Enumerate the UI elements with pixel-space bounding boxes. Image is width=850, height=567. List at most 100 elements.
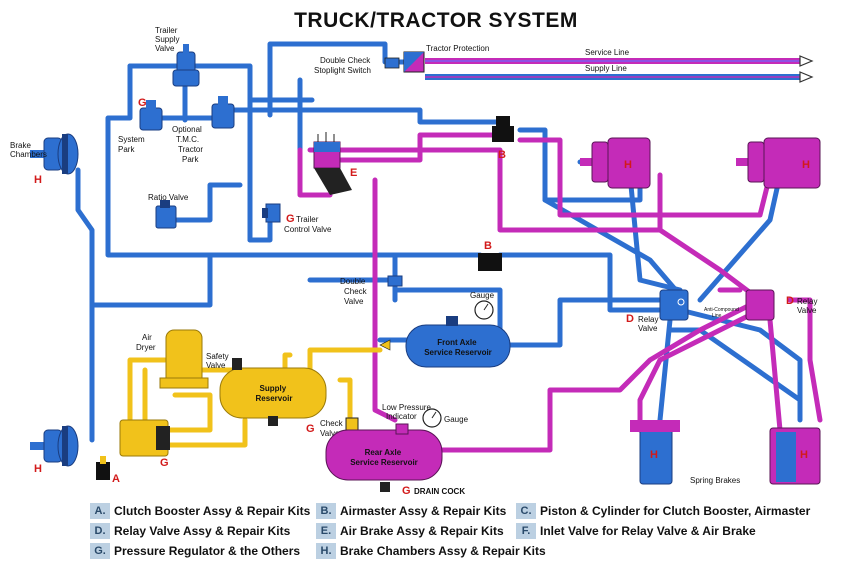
service-line-arrow [799, 55, 814, 67]
trailer-supply-valve-label: Trailer Supply Valve [155, 26, 182, 53]
spring-brakes-label: Spring Brakes [690, 476, 740, 485]
supply-reservoir-label: Supply Reservoir [256, 384, 293, 403]
spring-brake-chamber-top-left: H [580, 137, 651, 189]
legend-text: Brake Chambers Assy & Repair Kits [340, 544, 546, 558]
legend-text: Inlet Valve for Relay Valve & Air Brake [540, 524, 756, 538]
spring-brake-chamber-bottom-left: H [630, 420, 680, 485]
legend-item: A. Clutch Booster Assy & Repair Kits [90, 503, 310, 519]
legend-item: F. Inlet Valve for Relay Valve & Air Bra… [516, 523, 756, 539]
legend-item: E. Air Brake Assy & Repair Kits [316, 523, 504, 539]
air-compressor: G [119, 419, 170, 469]
diagram-title: TRUCK/TRACTOR SYSTEM [294, 9, 578, 32]
front-gauge-label: Gauge [470, 291, 495, 300]
rear-axle-reservoir-label: Rear Axle Service Reservoir [350, 448, 418, 467]
trailer-supply-valve: Trailer Supply Valve [155, 26, 200, 87]
airmaster-middle: B [478, 240, 502, 271]
tractor-protection-label: Tractor Protection [426, 44, 489, 53]
front-axle-reservoir-label: Front Axle Service Reservoir [424, 338, 492, 357]
front-axle-service-reservoir: Gauge Front Axle Service Reservoir [379, 291, 511, 368]
legend-text: Relay Valve Assy & Repair Kits [114, 524, 291, 538]
legend-item: G. Pressure Regulator & the Others [90, 543, 300, 559]
legend-item: H. Brake Chambers Assy & Repair Kits [316, 543, 546, 559]
code-a: A [112, 473, 120, 485]
drain-cock [380, 482, 390, 492]
relay-valve-left-label: Relay Valve [638, 315, 661, 333]
legend-letter: H. [316, 543, 336, 559]
brake-chamber-rear-left: H [30, 425, 79, 475]
code-g-trailer-control: G [286, 213, 295, 225]
ratio-valve: Ratio Valve [148, 193, 189, 229]
relay-valve-right: D Relay Valve [745, 289, 820, 321]
legend-letter: G. [90, 543, 110, 559]
spring-brake-chamber-bottom-right: H [769, 427, 821, 485]
legend-letter: A. [90, 503, 110, 519]
legend-text: Clutch Booster Assy & Repair Kits [114, 504, 311, 518]
legend-letter: C. [516, 503, 536, 519]
anti-compound-label: Anti-Compound Line [704, 307, 740, 319]
drain-cock-label: DRAIN COCK [414, 487, 465, 496]
air-dryer: Air Dryer [136, 329, 209, 389]
legend-letter: E. [316, 523, 336, 539]
clutch-booster: A [96, 456, 120, 485]
legend-letter: B. [316, 503, 336, 519]
low-pressure-indicator-label: Low Pressure Indicator [382, 403, 433, 421]
code-d-left: D [626, 313, 634, 325]
legend-item: D. Relay Valve Assy & Repair Kits [90, 523, 290, 539]
rear-axle-service-reservoir: Low Pressure Indicator Gauge Rear Axle S… [325, 403, 469, 497]
code-g-compressor: G [160, 457, 169, 469]
code-h-rear-left: H [34, 463, 42, 475]
airmaster-top: B [492, 116, 514, 161]
service-line-label: Service Line [585, 48, 630, 57]
safety-valve-label: Safety Valve [206, 352, 231, 370]
supply-line-arrow [799, 71, 814, 83]
code-g-check-valve: G [306, 423, 315, 435]
relay-valve-left: D Relay Valve [626, 289, 689, 333]
code-h-bottom-left: H [650, 449, 658, 461]
ratio-valve-label: Ratio Valve [148, 193, 189, 202]
code-b-top: B [498, 149, 506, 161]
code-d-right: D [786, 295, 794, 307]
rear-gauge-label: Gauge [444, 415, 469, 424]
code-h-top-right: H [802, 159, 810, 171]
spring-brake-chamber-top-right: H [736, 137, 821, 189]
double-check-valve: Double Check Valve [340, 275, 403, 306]
code-h-bottom-right: H [800, 449, 808, 461]
double-check-valve-label: Double Check Valve [340, 277, 369, 306]
system-park-label: System Park [118, 135, 147, 154]
legend-text: Piston & Cylinder for Clutch Booster, Ai… [540, 504, 811, 518]
legend-item: C. Piston & Cylinder for Clutch Booster,… [516, 503, 810, 519]
legend-item: B. Airmaster Assy & Repair Kits [316, 503, 506, 519]
tractor-protection-valve: Tractor Protection [403, 44, 489, 73]
relay-valve-right-label: Relay Valve [797, 297, 820, 315]
supply-line-label: Supply Line [585, 64, 627, 73]
brake-chamber-front-left: Brake Chambers H [10, 133, 79, 186]
air-dryer-label: Air Dryer [136, 333, 156, 352]
legend-text: Airmaster Assy & Repair Kits [340, 504, 507, 518]
trailer-control-valve-label: Trailer Control Valve [284, 215, 332, 234]
check-valve-label: Check Valve [320, 419, 345, 438]
system-park-valve: System Park G [118, 97, 163, 154]
legend-letter: F. [516, 523, 536, 539]
code-g-system-park: G [138, 97, 147, 109]
tmc-tractor-park-label: Optional T.M.C. Tractor Park [172, 125, 205, 164]
front-reservoir-inlet-arrow [379, 339, 391, 351]
legend-letter: D. [90, 523, 110, 539]
trailer-control-valve: G Trailer Control Valve [262, 203, 332, 234]
legend-text: Pressure Regulator & the Others [114, 544, 301, 558]
tmc-tractor-park-valve: Optional T.M.C. Tractor Park [172, 96, 235, 164]
code-b-middle: B [484, 240, 492, 252]
code-e: E [350, 167, 357, 179]
magenta-air-lines [297, 132, 823, 453]
code-g-drain: G [402, 485, 411, 497]
stoplight-switch: Double Check Stoplight Switch [314, 56, 400, 75]
code-h-front-left: H [34, 174, 42, 186]
foot-brake-valve: E [313, 132, 357, 195]
code-h-top-left: H [624, 159, 632, 171]
brake-chambers-label: Brake Chambers [10, 141, 47, 159]
service-supply-lines: Service Line Supply Line [425, 48, 814, 83]
stoplight-switch-label: Double Check Stoplight Switch [314, 56, 372, 75]
supply-reservoir: Safety Valve Supply Reservoir [206, 352, 327, 426]
legend-text: Air Brake Assy & Repair Kits [340, 524, 504, 538]
